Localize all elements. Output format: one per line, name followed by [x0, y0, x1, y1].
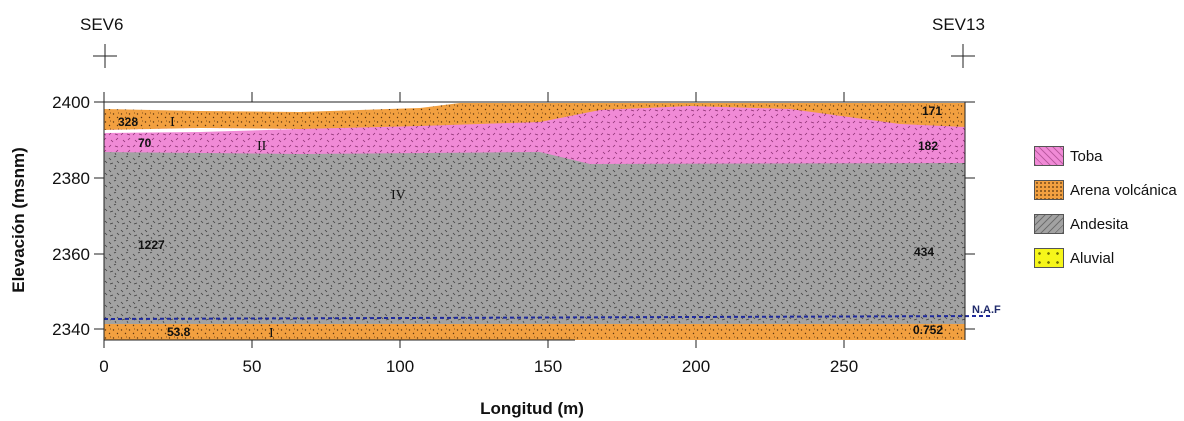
x-tick-label: 200 [682, 357, 710, 376]
legend-item-toba: Toba [1034, 145, 1184, 167]
legend-item-andesita: Andesita [1034, 213, 1184, 235]
andesita-swatch-icon [1034, 214, 1064, 234]
sev-left-marker [93, 44, 117, 68]
sev-right-label: SEV13 [932, 15, 985, 34]
y-axis-title: Elevación (msnm) [9, 147, 28, 293]
x-axis-title: Longitud (m) [480, 399, 584, 418]
x-tick-label: 100 [386, 357, 414, 376]
legend-item-aluvial: Aluvial [1034, 247, 1184, 269]
y-tick-label: 2360 [52, 245, 90, 264]
unit-label: I [170, 115, 175, 130]
y-tick-label: 2400 [52, 93, 90, 112]
legend: Toba Arena volcánica Andesita Aluvial [1034, 145, 1184, 281]
y-tick-label: 2380 [52, 169, 90, 188]
andesita-layer [104, 150, 965, 334]
toba-swatch-icon [1034, 146, 1064, 166]
resistivity-label: 182 [918, 139, 938, 153]
unit-label: I [269, 326, 274, 341]
axes [94, 92, 975, 348]
resistivity-label: 1227 [138, 238, 165, 252]
x-tick-label: 150 [534, 357, 562, 376]
resistivity-label: 0.752 [913, 323, 943, 337]
resistivity-label: 328 [118, 115, 138, 129]
unit-label: II [257, 139, 267, 154]
arena-bottom-layer [104, 324, 965, 340]
x-tick-label: 50 [243, 357, 262, 376]
legend-item-arena: Arena volcánica [1034, 179, 1184, 201]
sev-left-label: SEV6 [80, 15, 123, 34]
arena-swatch-icon [1034, 180, 1064, 200]
naf-label: N.A.F [972, 304, 1001, 316]
legend-label: Toba [1070, 147, 1103, 165]
legend-label: Arena volcánica [1070, 181, 1177, 199]
arena-top-layer [104, 103, 965, 130]
resistivity-label: 53.8 [167, 325, 191, 339]
y-tick-label: 2340 [52, 320, 90, 339]
x-tick-label: 0 [99, 357, 108, 376]
naf-line [103, 315, 991, 320]
resistivity-label: 70 [138, 136, 152, 150]
white-gap [104, 128, 300, 133]
legend-label: Andesita [1070, 215, 1129, 233]
toba-layer [104, 105, 965, 164]
resistivity-label: 171 [922, 104, 942, 118]
aluvial-swatch-icon [1034, 248, 1064, 268]
sev-right-marker [951, 44, 975, 68]
unit-label: IV [391, 188, 406, 203]
x-tick-label: 250 [830, 357, 858, 376]
resistivity-label: 434 [914, 245, 934, 259]
legend-label: Aluvial [1070, 249, 1115, 267]
